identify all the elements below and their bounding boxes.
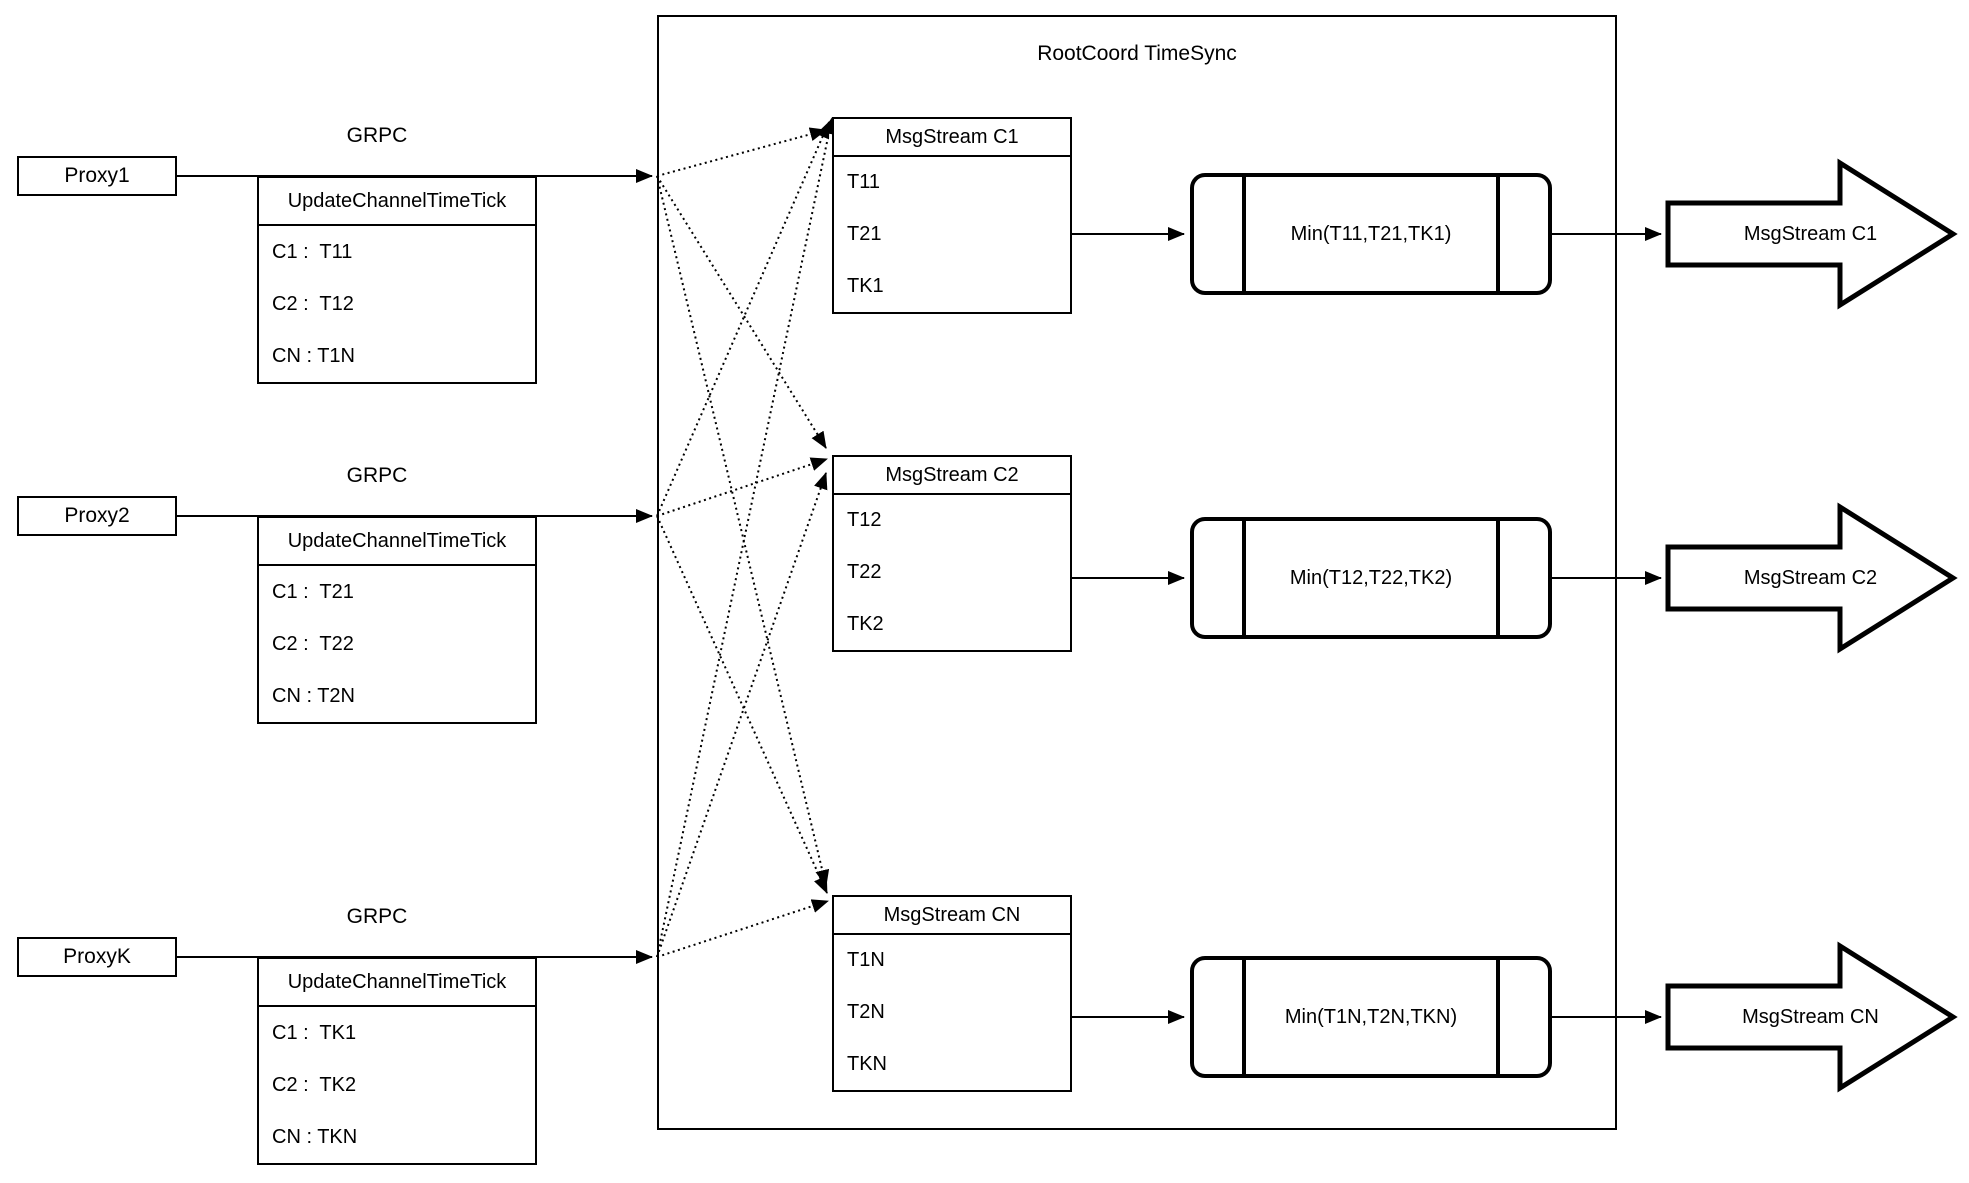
msgstream-c1-table: MsgStream C1 T11 T21 TK1	[832, 117, 1072, 314]
update-channel-timetick-table-1: UpdateChannelTimeTick C1 : T11 C2 : T12 …	[257, 176, 537, 384]
proxy1-box: Proxy1	[17, 156, 177, 196]
update-table-1-row-c1: C1 : T11	[272, 240, 353, 263]
proxyk-label: ProxyK	[63, 945, 131, 968]
update-table-1-header: UpdateChannelTimeTick	[259, 178, 535, 226]
min-box-2-right-bar	[1496, 521, 1500, 635]
msgstream-cn-row-1: T1N	[847, 949, 885, 972]
output-arrow-label-2: MsgStream C2	[1743, 566, 1878, 589]
min-box-1-left-bar	[1242, 177, 1246, 291]
proxyk-box: ProxyK	[17, 937, 177, 977]
fanout-arrow-p1-c2	[656, 175, 827, 449]
grpc-label-1: GRPC	[346, 124, 408, 147]
proxy2-label: Proxy2	[64, 504, 130, 527]
update-channel-timetick-table-3: UpdateChannelTimeTick C1 : TK1 C2 : TK2 …	[257, 957, 537, 1165]
min-box-2-left-bar	[1242, 521, 1246, 635]
min-box-3: Min(T1N,T2N,TKN)	[1190, 956, 1552, 1078]
output-arrow-label-3: MsgStream CN	[1742, 1005, 1879, 1028]
min-box-1-right-bar	[1496, 177, 1500, 291]
msgstream-c2-table-header: MsgStream C2	[834, 457, 1070, 495]
msgstream-c2-row-3: TK2	[847, 612, 884, 635]
fanout-arrow-p2-c2	[656, 457, 828, 517]
msgstream-cn-row-2: T2N	[847, 1001, 885, 1023]
fanout-arrow-p1-cn	[656, 175, 830, 887]
min-box-1-label: Min(T11,T21,TK1)	[1290, 222, 1452, 245]
output-arrow-label-1: MsgStream C1	[1743, 222, 1878, 245]
msgstream-cn-row-3: TKN	[847, 1052, 887, 1075]
msgstream-cn-table-header: MsgStream CN	[834, 897, 1070, 935]
msgstream-c1-row-2: T21	[847, 223, 882, 245]
msgstream-c2-table: MsgStream C2 T12 T22 TK2	[832, 455, 1072, 652]
min-box-1: Min(T11,T21,TK1)	[1190, 173, 1552, 295]
update-table-3-row-c2: C2 : TK2	[272, 1073, 357, 1096]
min-box-3-left-bar	[1242, 960, 1246, 1074]
update-table-2-row-cn: CN : T2N	[272, 684, 355, 707]
proxy2-box: Proxy2	[17, 496, 177, 536]
rootcoord-title: RootCoord TimeSync	[1037, 42, 1237, 65]
msgstream-cn-table: MsgStream CN T1N T2N TKN	[832, 895, 1072, 1092]
fanout-arrow-p3-cn	[656, 899, 829, 958]
grpc-label-3: GRPC	[346, 905, 408, 928]
output-arrow-shape-1	[1665, 158, 1958, 310]
proxy1-label: Proxy1	[64, 164, 130, 187]
fanout-arrow-p2-cn	[656, 515, 828, 894]
update-table-3-row-cn: CN : TKN	[272, 1125, 358, 1148]
msgstream-c1-row-1: T11	[847, 171, 880, 194]
fanout-arrow-p2-c1	[656, 121, 830, 517]
update-table-2-header: UpdateChannelTimeTick	[259, 518, 535, 566]
update-table-3-row-c1: C1 : TK1	[272, 1021, 357, 1044]
min-box-2-label: Min(T12,T22,TK2)	[1289, 566, 1453, 589]
fanout-arrow-p1-c1	[656, 127, 827, 177]
rootcoord-timesync-container	[657, 15, 1617, 1130]
msgstream-c2-row-2: T22	[847, 561, 882, 583]
fanout-arrow-p3-c1	[656, 117, 836, 958]
update-table-3-header: UpdateChannelTimeTick	[259, 959, 535, 1007]
output-arrow-shape-2	[1665, 502, 1958, 654]
update-table-2-row-c1: C1 : T21	[272, 580, 354, 603]
msgstream-c1-row-3: TK1	[847, 274, 884, 297]
output-arrow-shape-3	[1665, 941, 1958, 1093]
update-channel-timetick-table-2: UpdateChannelTimeTick C1 : T21 C2 : T22 …	[257, 516, 537, 724]
update-table-1-row-c2: C2 : T12	[272, 292, 354, 315]
min-box-3-right-bar	[1496, 960, 1500, 1074]
update-table-1-row-cn: CN : T1N	[272, 344, 355, 367]
min-box-2: Min(T12,T22,TK2)	[1190, 517, 1552, 639]
update-table-2-row-c2: C2 : T22	[272, 632, 354, 655]
msgstream-c2-row-1: T12	[847, 509, 882, 532]
msgstream-c1-table-header: MsgStream C1	[834, 119, 1070, 157]
fanout-arrow-p3-c2	[656, 472, 828, 958]
min-box-3-label: Min(T1N,T2N,TKN)	[1284, 1005, 1458, 1028]
grpc-label-2: GRPC	[346, 464, 408, 487]
